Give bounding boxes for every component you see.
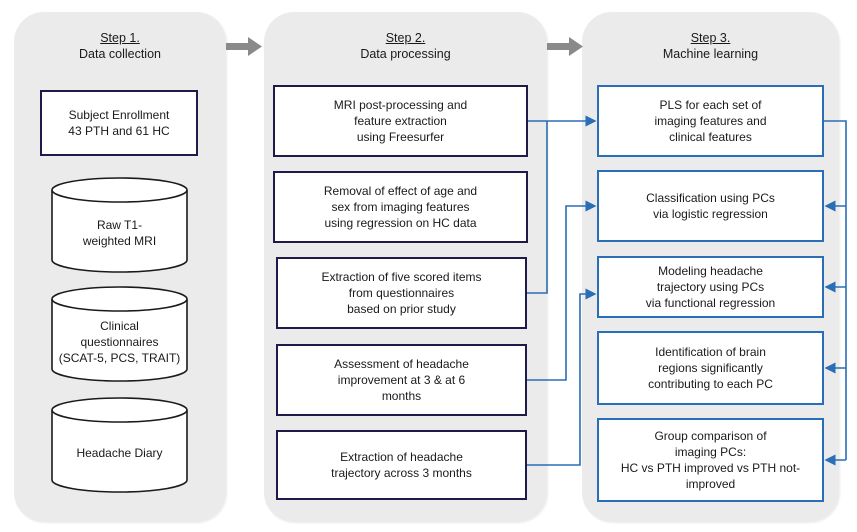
headache-diary-cylinder: Headache Diary <box>51 396 188 494</box>
step3-title: Machine learning <box>662 47 759 61</box>
pls-box: PLS for each set of imaging features and… <box>597 85 824 157</box>
step3-label: Step 3. <box>690 31 731 45</box>
cylinder-shape <box>51 286 188 382</box>
raw-mri-cylinder: Raw T1- weighted MRI <box>51 176 188 274</box>
raw-mri-label: Raw T1- weighted MRI <box>82 218 157 248</box>
brain-regions-box: Identification of brain regions signific… <box>597 331 824 405</box>
group-comparison-box: Group comparison of imaging PCs: HC vs P… <box>597 418 824 502</box>
cylinder-shape <box>51 177 188 273</box>
headache-trajectory-box: Extraction of headache trajectory across… <box>276 430 527 500</box>
headache-improvement-box: Assessment of headache improvement at 3 … <box>276 344 527 416</box>
step1-title: Data collection <box>79 47 161 61</box>
step1-label: Step 1. <box>100 31 140 45</box>
step2-header: Step 2. Data processing <box>264 30 547 62</box>
cylinder-shape <box>51 397 188 493</box>
step2-title: Data processing <box>360 47 451 61</box>
logistic-classification-box: Classification using PCs via logistic re… <box>597 170 824 242</box>
clinical-questionnaires-label: Clinical questionnaires (SCAT-5, PCS, TR… <box>58 319 181 365</box>
step2-label: Step 2. <box>385 31 426 45</box>
mri-postprocessing-box: MRI post-processing and feature extracti… <box>273 85 528 157</box>
remove-age-sex-box: Removal of effect of age and sex from im… <box>273 171 528 243</box>
step-arrow-1 <box>226 37 262 56</box>
headache-diary-label: Headache Diary <box>76 446 163 460</box>
step3-header: Step 3. Machine learning <box>582 30 839 62</box>
subject-enrollment-box: Subject Enrollment 43 PTH and 61 HC <box>40 90 198 156</box>
step1-header: Step 1. Data collection <box>14 30 226 62</box>
functional-regression-box: Modeling headache trajectory using PCs v… <box>597 256 824 318</box>
questionnaire-items-box: Extraction of five scored items from que… <box>276 257 527 329</box>
clinical-questionnaires-cylinder: Clinical questionnaires (SCAT-5, PCS, TR… <box>51 285 188 383</box>
step-arrow-2 <box>547 37 583 56</box>
